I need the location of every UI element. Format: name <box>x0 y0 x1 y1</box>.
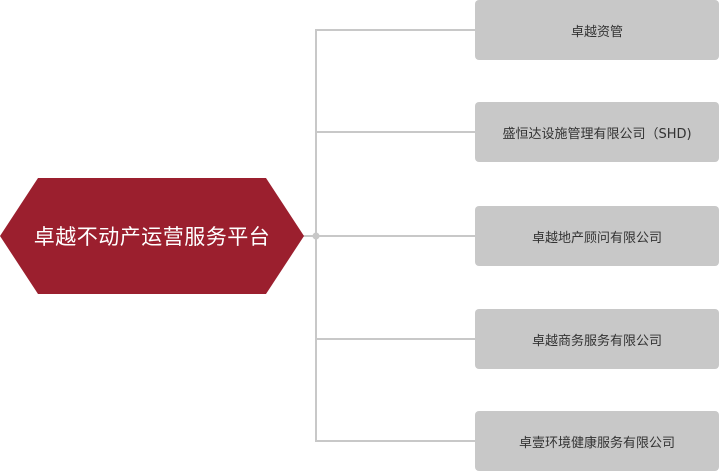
child-node-zhuoyue-asset-management: 卓越资管 <box>475 0 719 60</box>
child-node-label: 卓越地产顾问有限公司 <box>531 230 662 246</box>
child-node-label: 卓越商务服务有限公司 <box>531 333 662 349</box>
child-node-label: 盛恒达设施管理有限公司（SHD) <box>502 126 692 142</box>
child-node-label: 卓壹环境健康服务有限公司 <box>518 435 675 451</box>
child-node-zhuoyi-environmental-health: 卓壹环境健康服务有限公司 <box>475 411 719 471</box>
child-node-zhuoyue-real-estate-consulting: 卓越地产顾问有限公司 <box>475 206 719 266</box>
root-node: 卓越不动产运营服务平台 <box>0 178 304 294</box>
root-node-label: 卓越不动产运营服务平台 <box>33 225 271 249</box>
child-node-label: 卓越资管 <box>570 24 623 40</box>
child-node-shd-facility-management: 盛恒达设施管理有限公司（SHD) <box>475 102 719 162</box>
root-hexagon-shape <box>0 178 304 294</box>
child-node-zhuoyue-business-services: 卓越商务服务有限公司 <box>475 309 719 369</box>
